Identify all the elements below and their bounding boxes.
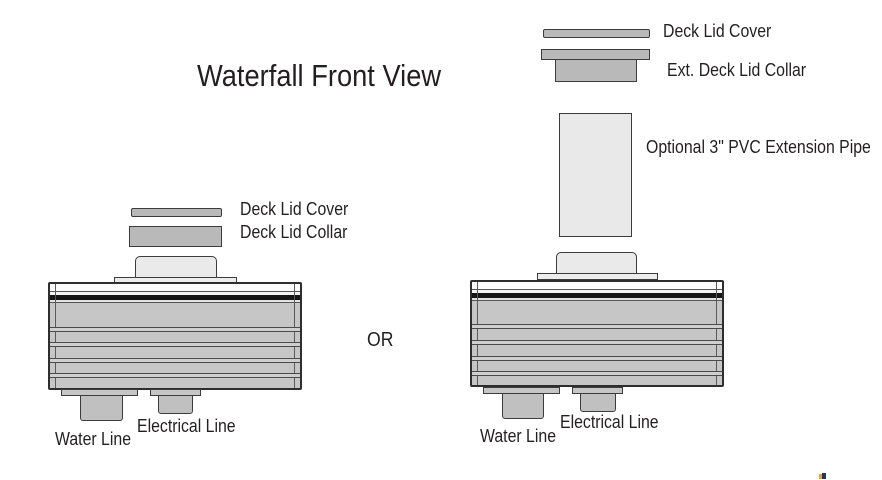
left-electrical-line-label: Electrical Line [137,416,236,436]
or-separator-label: OR [367,329,394,351]
right-box-flange [537,273,658,280]
left-box-groove [50,342,300,347]
right-ext-deck-lid-collar-label: Ext. Deck Lid Collar [667,60,807,80]
left-electrical-line-pipe [158,394,193,414]
left-water-line-pipe [80,394,123,421]
right-box-endcap-right [716,282,717,385]
footer-artifact [819,473,826,480]
right-pvc-extension-pipe-shape [559,113,632,237]
left-deck-lid-cover-label: Deck Lid Cover [240,199,349,219]
right-box-groove [472,340,722,345]
left-deck-lid-collar-label: Deck Lid Collar [240,222,348,242]
right-electrical-line-label: Electrical Line [560,412,659,432]
page-title: Waterfall Front View [197,58,442,93]
right-box-groove [472,356,722,361]
right-box-endcap-left [477,282,478,385]
left-box-groove [50,373,300,378]
right-ext-collar-top-bar [541,49,650,60]
right-box-top-strip [472,282,722,290]
left-bottom-lip-electrical [150,389,201,396]
right-box-groove [472,371,722,376]
right-deck-lid-cover-shape [543,29,650,38]
right-electrical-line-pipe [580,392,616,412]
right-box-groove [472,324,722,329]
left-bottom-lip-water [61,389,138,396]
right-water-line-label: Water Line [480,426,557,446]
right-bottom-lip-water [483,387,560,394]
right-filter-box [470,280,724,387]
left-box-black-band [50,295,300,300]
left-box-endcap-right [294,284,295,388]
left-box-groove [50,327,300,332]
left-filter-box [48,282,302,390]
right-ext-collar-body [555,59,637,82]
left-box-groove [50,358,300,363]
left-deck-lid-collar-shape [129,226,222,247]
right-deck-lid-cover-label: Deck Lid Cover [663,21,772,41]
left-box-top-strip [50,284,300,292]
right-box-black-band [472,293,722,298]
right-pvc-extension-pipe-label: Optional 3" PVC Extension Pipe [646,137,871,157]
right-bottom-lip-electrical [572,387,623,394]
footer-artifact-navy [822,473,826,479]
footer-artifact-orange [819,474,822,479]
left-deck-lid-cover-shape [131,208,222,217]
left-box-endcap-left [55,284,56,388]
right-water-line-pipe [502,392,544,419]
left-water-line-label: Water Line [55,429,132,449]
right-box-riser [556,252,637,275]
